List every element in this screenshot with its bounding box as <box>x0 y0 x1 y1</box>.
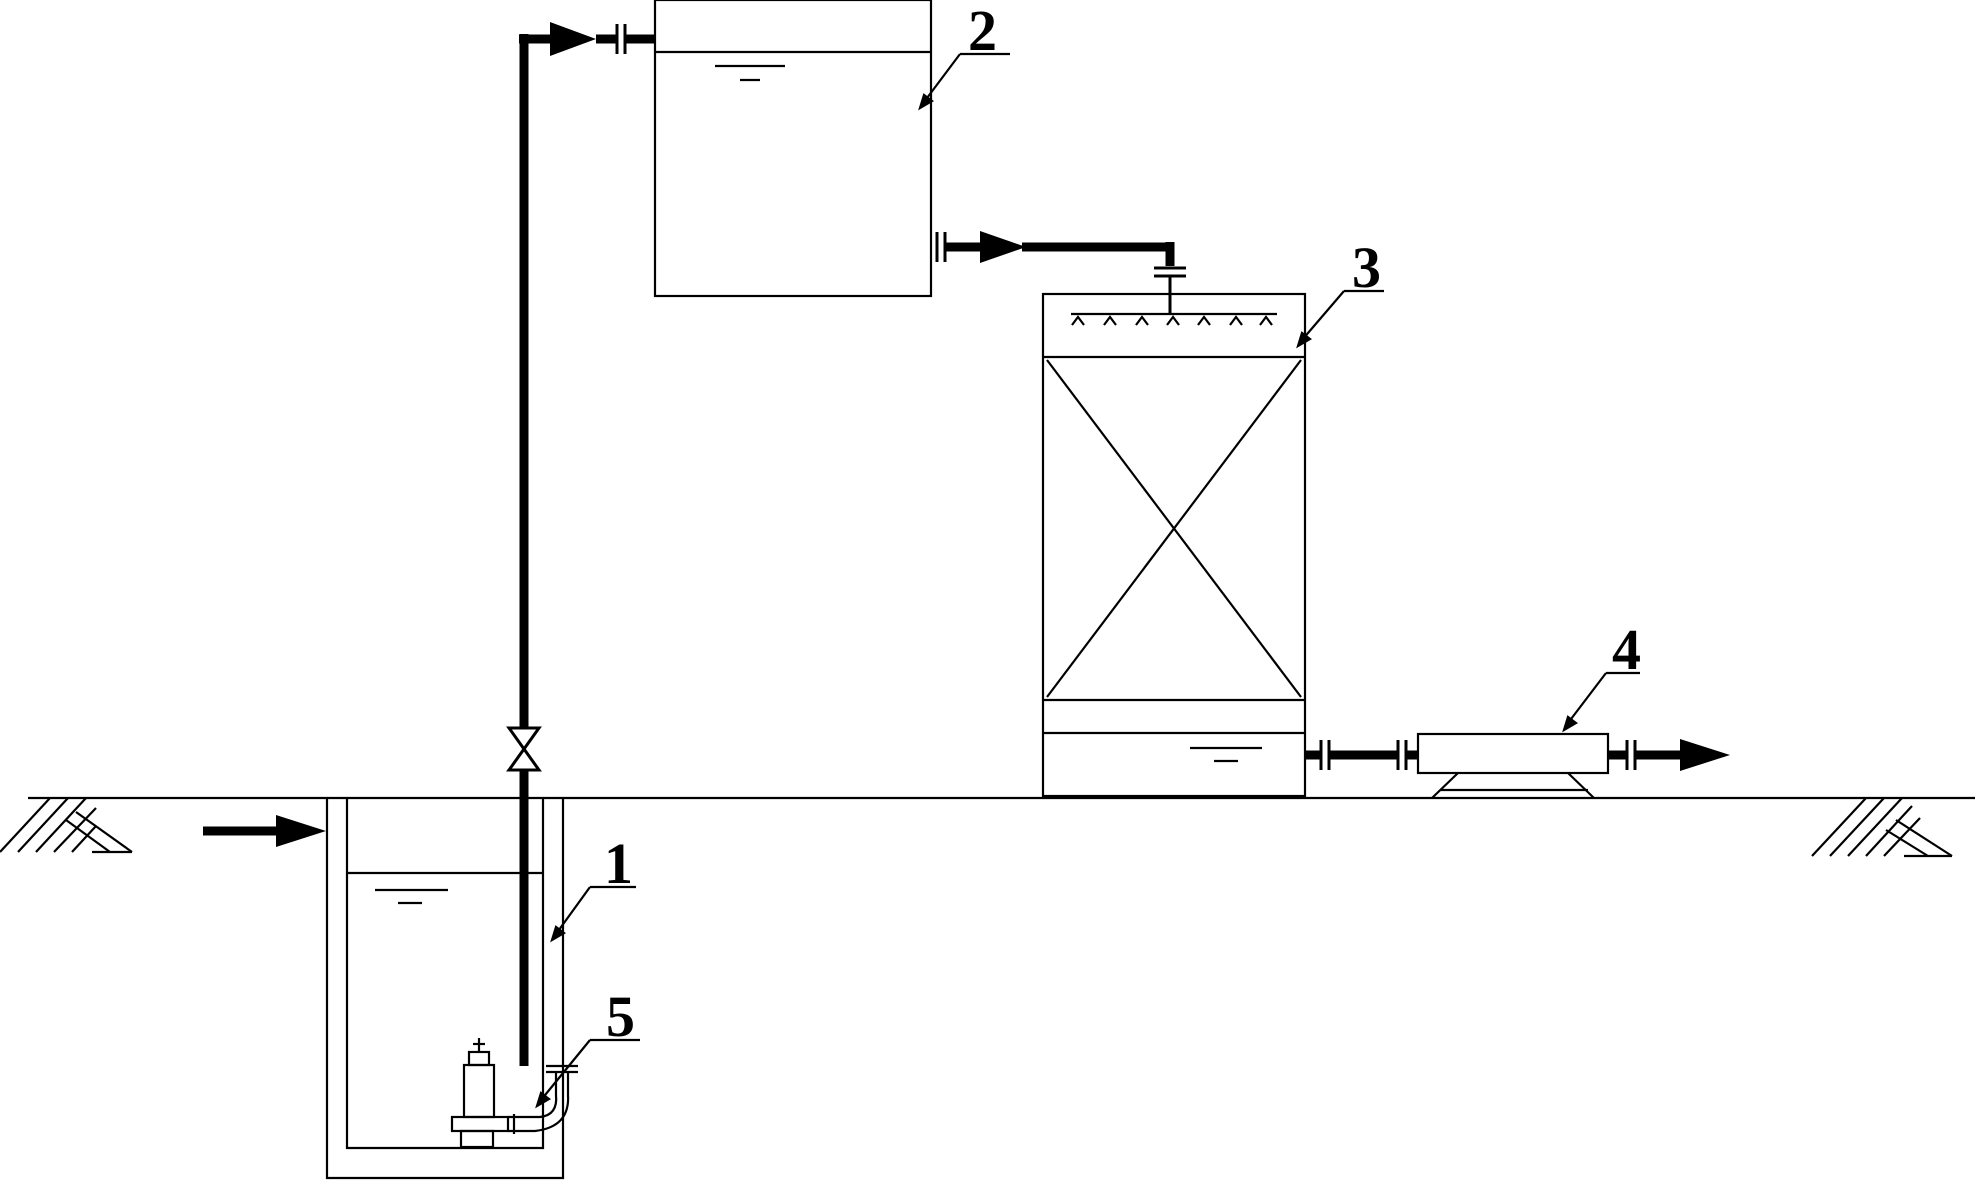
leader-lines <box>535 52 1640 1109</box>
spray-nozzles <box>1071 315 1273 326</box>
label-packed-tower: 3 <box>1352 235 1381 300</box>
pump-motor <box>462 1063 496 1119</box>
pump-base <box>450 1115 510 1133</box>
pump-motor-cap <box>467 1050 491 1067</box>
outlet-arrow <box>1608 739 1730 771</box>
ground <box>0 796 1975 858</box>
label-sump-pit: 1 <box>604 831 633 896</box>
packed-tower <box>1041 292 1307 798</box>
gate-valve <box>506 726 542 772</box>
horizontal-unit <box>1416 732 1610 799</box>
label-submersible-pump: 5 <box>606 984 635 1049</box>
horizontal-unit-body <box>1416 732 1610 775</box>
pump-discharge-elbow <box>508 1072 558 1119</box>
tower-to-unit-pipe <box>1305 740 1418 770</box>
sump-pit-outer-wall <box>325 798 565 1180</box>
ground-hatch-left <box>0 797 133 854</box>
sump-pit <box>325 798 565 1180</box>
elevated-tank-body <box>653 0 933 298</box>
ground-hatch-right <box>1811 797 1953 858</box>
riser-pipe <box>519 34 556 1066</box>
packing-cross-b <box>1046 359 1302 698</box>
elevated-tank <box>653 0 933 298</box>
horizontal-unit-support <box>1431 772 1595 799</box>
pump-feet <box>459 1129 495 1149</box>
sump-pit-inner-wall <box>345 798 545 1150</box>
submersible-pump <box>450 1038 578 1149</box>
tank-to-tower-pipe <box>935 231 1186 314</box>
inflow-arrow <box>203 815 326 847</box>
tank-inlet-arrow <box>550 22 655 56</box>
label-elevated-tank: 2 <box>968 0 997 63</box>
packed-tower-body <box>1041 292 1307 798</box>
label-horizontal-unit: 4 <box>1612 617 1641 682</box>
